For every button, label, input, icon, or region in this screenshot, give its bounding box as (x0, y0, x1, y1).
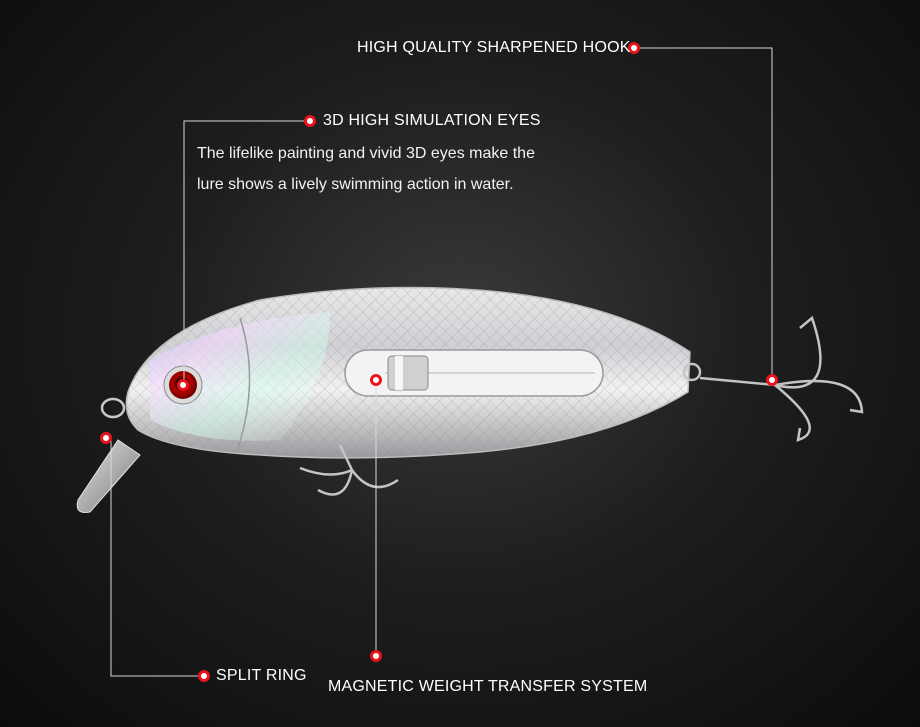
callout-marker-icon (628, 42, 640, 54)
callout-marker-icon (370, 374, 382, 386)
hook-callout-label: HIGH QUALITY SHARPENED HOOK (357, 39, 631, 56)
treble-hook-icon (682, 315, 864, 442)
callout-marker-icon (100, 432, 112, 444)
eyes-description-line-2: lure shows a lively swimming action in w… (197, 176, 514, 193)
callout-marker-icon (198, 670, 210, 682)
split-ring-callout-label: SPLIT RING (216, 667, 307, 684)
callout-marker-icon (304, 115, 316, 127)
eyes-callout-label: 3D HIGH SIMULATION EYES (323, 112, 541, 129)
treble-hook-icon (299, 444, 399, 496)
callout-marker-icon (177, 379, 189, 391)
weight-system-callout-label: MAGNETIC WEIGHT TRANSFER SYSTEM (328, 678, 648, 695)
callout-marker-icon (370, 650, 382, 662)
eyes-description-line-1: The lifelike painting and vivid 3D eyes … (197, 145, 535, 162)
callout-marker-icon (766, 374, 778, 386)
